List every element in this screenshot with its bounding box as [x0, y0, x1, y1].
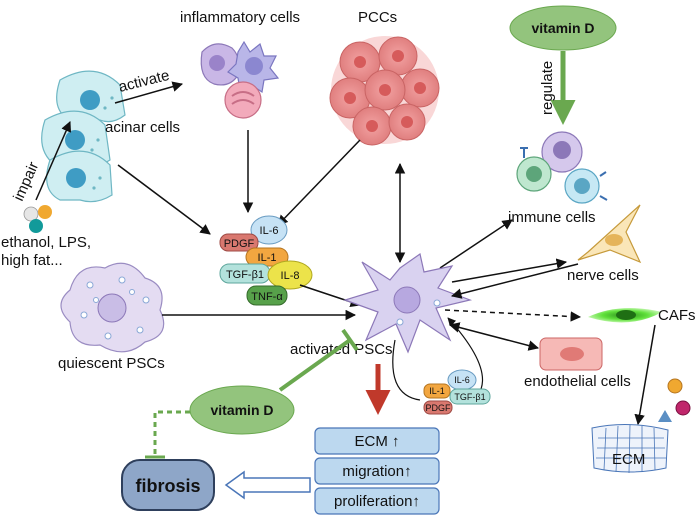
migration-outcome-label: migration↑ — [342, 463, 411, 480]
acinar-to-cytokine-arrow — [117, 164, 211, 235]
pccs-cluster-icon — [329, 36, 440, 146]
vitamin-d-inhibit-line — [278, 338, 352, 392]
inflammatory-cells-label: inflammatory cells — [180, 9, 300, 26]
il8-blob — [267, 260, 313, 290]
ethanol-label-line1: ethanol, LPS, — [1, 234, 91, 251]
il6-label: IL-6 — [260, 225, 279, 237]
vitamin-d-top-label: vitamin D — [531, 20, 594, 36]
endothelial-cells-label: endothelial cells — [524, 373, 631, 390]
pdgf-label: PDGF — [224, 238, 255, 250]
toxin-molecules-icon — [23, 205, 52, 233]
small-pdgf-blob — [423, 400, 453, 415]
ecm-outcome-label: ECM ↑ — [355, 433, 400, 450]
ecm-mesh-icon — [591, 423, 669, 474]
cafs-label: CAFs — [658, 307, 696, 324]
activated-psc-nucleus — [393, 286, 421, 314]
acinar-cells-label: acinar cells — [105, 119, 180, 136]
small-tgfb1-label: TGF-β1 — [454, 392, 485, 402]
cytokine-cluster: IL-6 PDGF IL-1 TGF-β1 IL-8 TNF-α — [219, 215, 313, 306]
activated-pscs-label: activated PSCs — [290, 341, 393, 358]
psc-to-nerve-arrow — [451, 258, 568, 283]
pdgf-blob — [219, 233, 259, 252]
small-il6-label: IL-6 — [454, 375, 470, 385]
outcome-to-fibrosis-arrow — [224, 470, 311, 500]
pccs-label: PCCs — [358, 9, 397, 26]
quiescent-pscs-label: quiescent PSCs — [58, 355, 165, 372]
vitamin-d-inhibit-bar — [341, 328, 359, 352]
vitamin-d-bottom-label: vitamin D — [210, 402, 273, 418]
vitamin-d-fibrosis-dashed-inhibit — [153, 410, 190, 455]
tnfa-label: TNF-α — [251, 291, 283, 303]
vitamin-d-bottom-ellipse — [189, 385, 295, 435]
fibrosis-box — [121, 459, 215, 511]
tnfa-blob — [246, 285, 288, 306]
impair-arrow — [35, 121, 72, 201]
migration-outcome-box — [314, 457, 440, 485]
ecm-molecules-icon — [658, 378, 691, 422]
psc-to-immune-arrow — [439, 219, 513, 269]
immune-cells-label: immune cells — [508, 209, 596, 226]
proliferation-outcome-label: proliferation↑ — [334, 493, 420, 510]
small-tgfb1-blob — [449, 388, 491, 405]
proliferation-outcome-box — [314, 487, 440, 515]
autocrine-loop-left — [392, 339, 421, 401]
psc-to-caf-dashed-arrow — [444, 309, 582, 322]
acinar-cells-icon — [41, 70, 126, 203]
vitamin-d-top-ellipse — [509, 5, 617, 51]
endothelial-nucleus — [560, 347, 584, 361]
il6-blob — [250, 215, 288, 245]
il1-label: IL-1 — [258, 252, 277, 264]
inflammatory-cells-icon — [200, 40, 280, 119]
regulate-label: regulate — [539, 61, 556, 115]
immune-cells-icon — [516, 131, 608, 204]
nerve-cell-nucleus — [605, 234, 623, 246]
small-cytokine-cluster: IL-6 IL-1 TGF-β1 PDGF — [423, 369, 491, 415]
psc-nerve-back-arrow — [450, 263, 579, 299]
small-il1-blob — [423, 383, 451, 399]
psc-endothelial-double-arrow — [448, 322, 540, 351]
activate-label: activate — [117, 67, 171, 96]
pccs-to-cytokine-arrow — [277, 139, 361, 226]
tgfb1-label: TGF-β1 — [226, 269, 264, 281]
caf-nucleus — [616, 310, 636, 320]
fibrosis-label: fibrosis — [135, 476, 200, 496]
quiescent-psc-droplets — [80, 276, 150, 340]
quiescent-psc-nucleus — [97, 293, 127, 323]
small-il1-label: IL-1 — [429, 386, 445, 396]
ethanol-label-line2: high fat... — [1, 252, 63, 269]
ecm-outcome-box — [314, 427, 440, 455]
activate-arrow — [114, 81, 184, 104]
nerve-cell-icon — [577, 204, 642, 264]
small-pdgf-label: PDGF — [425, 403, 451, 413]
il8-label: IL-8 — [281, 270, 300, 282]
ecm-right-label: ECM — [612, 451, 645, 468]
caf-to-ecm-arrow — [634, 324, 656, 426]
nerve-cells-label: nerve cells — [567, 267, 639, 284]
